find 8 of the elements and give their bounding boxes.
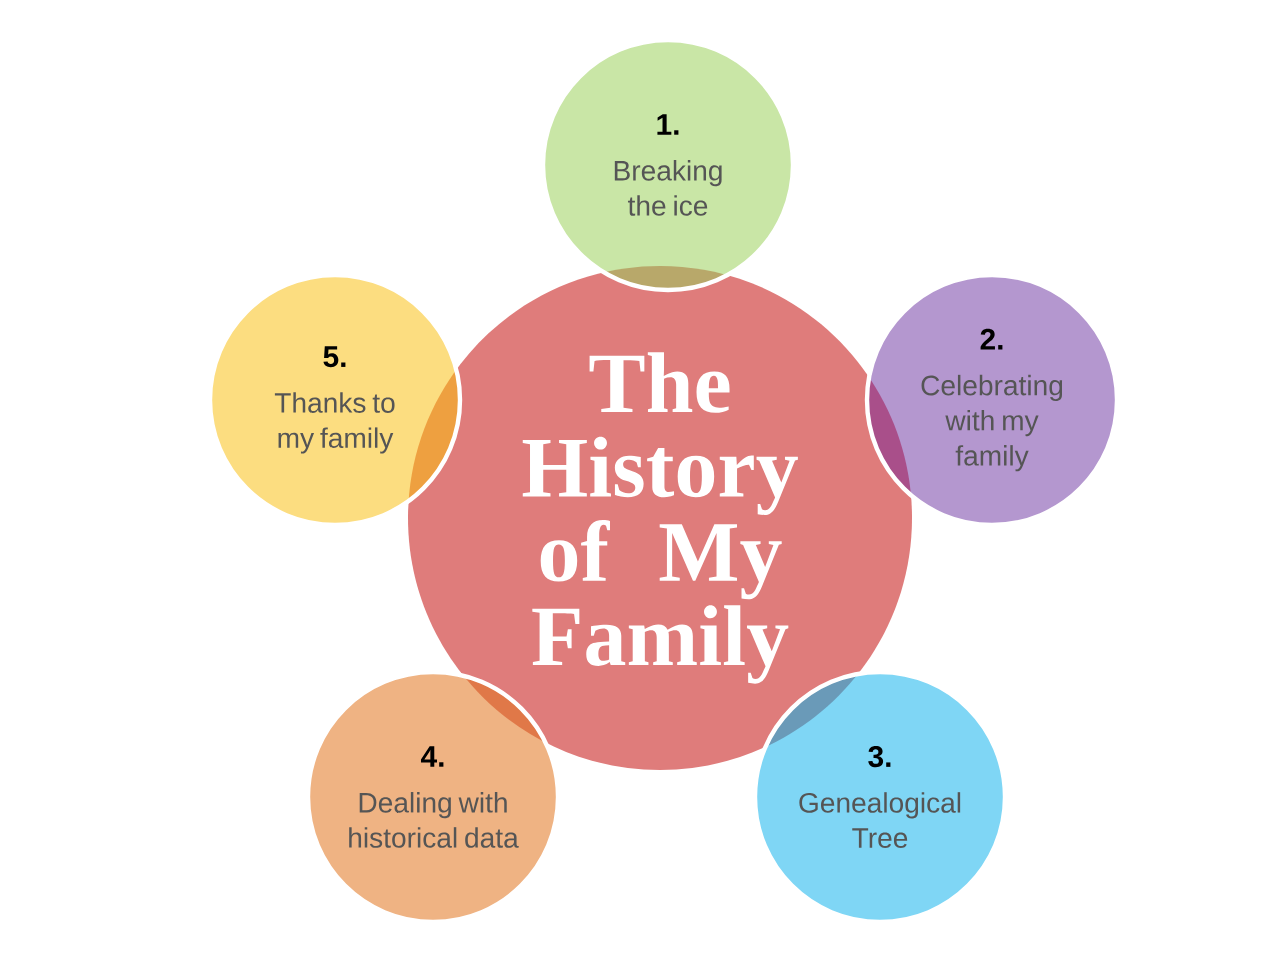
node-label: Genealogical Tree [799, 792, 961, 848]
node-label: Breaking the ice [614, 160, 722, 216]
node-label: Celebrating with my family [921, 374, 1063, 472]
node-label: 1. [657, 114, 679, 135]
node-label: 5. [323, 346, 346, 368]
node-label: Dealing with historical data [349, 792, 519, 848]
node-label: Thanks to my family [274, 392, 395, 454]
node-label: 2. [980, 328, 1003, 350]
